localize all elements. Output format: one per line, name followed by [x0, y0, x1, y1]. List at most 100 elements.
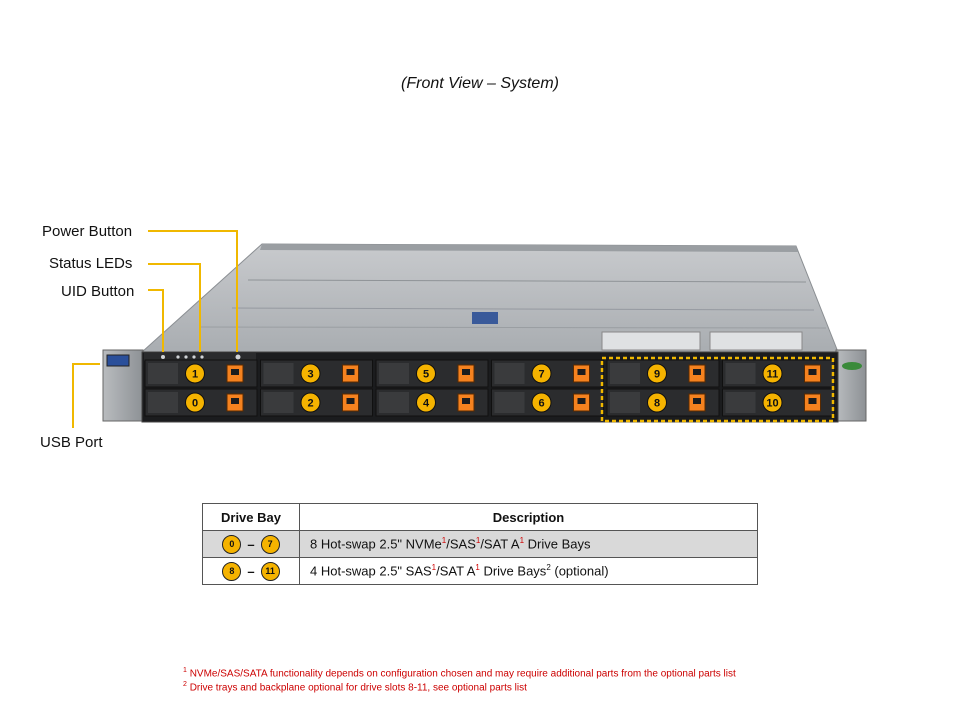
bay-number-badge: [531, 392, 552, 413]
drive-bay[interactable]: 3: [260, 359, 373, 388]
drive-bay[interactable]: 7: [491, 359, 604, 388]
table-row: 0–7 8 Hot-swap 2.5" NVMe1/SAS1/SAT A1 Dr…: [202, 530, 758, 558]
bay-badge: 11: [260, 561, 280, 581]
bay-number-label: 7: [538, 369, 544, 381]
bay-number-badge: [762, 392, 783, 413]
footnote-text: Drive trays and backplane optional for d…: [189, 682, 527, 694]
bay-range: 0–7: [202, 530, 300, 558]
bay-badge: 0: [222, 534, 242, 554]
tray-vent: [379, 363, 409, 384]
usb-port: [106, 354, 130, 367]
range-dash: –: [247, 536, 255, 552]
bay-number-label: 3: [307, 369, 313, 381]
desc-text: 8 Hot-swap 2.5" NVMe: [310, 536, 442, 552]
drive-bay[interactable]: 6: [491, 388, 604, 417]
range-dash: –: [247, 563, 255, 579]
tray-vent: [263, 363, 294, 384]
bay-number-label: 9: [654, 369, 660, 381]
footnote-ref: 1: [431, 563, 437, 573]
tray-vent: [725, 363, 756, 384]
footnote-ref: 1: [475, 536, 481, 546]
power-button-callout: Power Button: [42, 223, 133, 240]
drive-bay[interactable]: 9: [606, 359, 720, 388]
table-row: 8–11 4 Hot-swap 2.5" SAS1/SAT A1 Drive B…: [202, 557, 758, 585]
control-panel-strip: [144, 353, 256, 361]
bay-number-label: 10: [766, 398, 778, 410]
power-button-dot: [235, 354, 241, 360]
tray-vent: [148, 392, 178, 413]
bay-description: 4 Hot-swap 2.5" SAS1/SAT A1 Drive Bays2 …: [299, 557, 758, 585]
bay-number-badge: [300, 392, 321, 413]
status-led-dot: [200, 355, 204, 359]
bay-number-badge: [647, 363, 667, 384]
header-description: Description: [299, 503, 758, 531]
latch-slot: [693, 398, 701, 404]
latch-slot: [577, 369, 586, 375]
power-button-leader: [148, 230, 238, 352]
footnote-ref: 1: [441, 536, 447, 546]
drive-bay[interactable]: 5: [375, 359, 489, 388]
latch-slot: [346, 369, 355, 375]
status-leds-callout: Status LEDs: [49, 255, 133, 272]
right-rack-ear: [835, 349, 867, 422]
cover-seam: [231, 307, 815, 311]
tray-vent: [379, 392, 409, 413]
bay-range: 8–11: [202, 557, 300, 585]
usb-port-leader: [72, 363, 100, 428]
service-label: [709, 331, 803, 351]
header-drive-bay: Drive Bay: [202, 503, 300, 531]
drive-bay[interactable]: 8: [606, 388, 720, 417]
footnote-1: 1 NVMe/SAS/SATA functionality depends on…: [183, 667, 736, 679]
bay-number-label: 5: [423, 369, 429, 381]
bay-number-badge: [762, 363, 783, 384]
bay-number-badge: [647, 392, 667, 413]
optional-bays-highlight: [600, 356, 835, 423]
bay-description: 8 Hot-swap 2.5" NVMe1/SAS1/SAT A1 Drive …: [299, 530, 758, 558]
brand-logo: [842, 362, 862, 370]
desc-text: /SAT A: [436, 563, 476, 579]
drive-bay-table: Drive Bay Description 0–7 8 Hot-swap 2.5…: [202, 503, 758, 585]
bay-number-badge: [300, 363, 321, 384]
tray-vent: [263, 392, 294, 413]
drive-bay[interactable]: 10: [722, 388, 835, 417]
bay-badge: 8: [222, 561, 242, 581]
desc-text: /SAT A: [480, 536, 520, 552]
bay-number-badge: [185, 392, 205, 413]
drive-bay[interactable]: 11: [722, 359, 835, 388]
bay-number-label: 0: [192, 398, 198, 410]
latch-slot: [346, 398, 355, 404]
chassis-rear-lip: [260, 244, 798, 252]
server-front-view: 1 3 5 7 9 11 0 2 4 6 8 10: [72, 230, 867, 428]
drive-bay[interactable]: 0: [144, 388, 258, 417]
bay-number-label: 1: [192, 369, 198, 381]
tray-vent: [494, 363, 525, 384]
drive-bay[interactable]: 4: [375, 388, 489, 417]
status-led-dot: [192, 355, 196, 359]
bay-number-label: 4: [423, 398, 430, 410]
latch-slot: [577, 398, 586, 404]
tray-vent: [725, 392, 756, 413]
latch-slot: [462, 398, 470, 404]
desc-text: 4 Hot-swap 2.5" SAS: [310, 563, 432, 579]
tray-vent: [494, 392, 525, 413]
footnote-ref: 1: [475, 563, 480, 573]
desc-text: (optional): [550, 563, 609, 579]
status-led-dot: [176, 355, 180, 359]
table-header-row: Drive Bay Description: [202, 503, 758, 531]
usb-port-callout: USB Port: [40, 434, 103, 451]
bay-number-label: 2: [307, 398, 313, 410]
desc-text: Drive Bays: [479, 563, 547, 579]
drive-bay[interactable]: 1: [144, 359, 258, 388]
footnote-2: 2 Drive trays and backplane optional for…: [183, 681, 527, 693]
bay-number-badge: [416, 392, 436, 413]
desc-text: /SAS: [446, 536, 476, 552]
footnote-text: NVMe/SAS/SATA functionality depends on c…: [189, 668, 736, 680]
bay-number-badge: [531, 363, 552, 384]
drive-bay[interactable]: 2: [260, 388, 373, 417]
latch-slot: [808, 369, 817, 375]
uid-button-callout: UID Button: [61, 283, 135, 300]
bay-number-label: 8: [654, 398, 660, 410]
service-label: [601, 331, 701, 351]
latch-slot: [231, 369, 239, 375]
bay-number-label: 6: [538, 398, 544, 410]
